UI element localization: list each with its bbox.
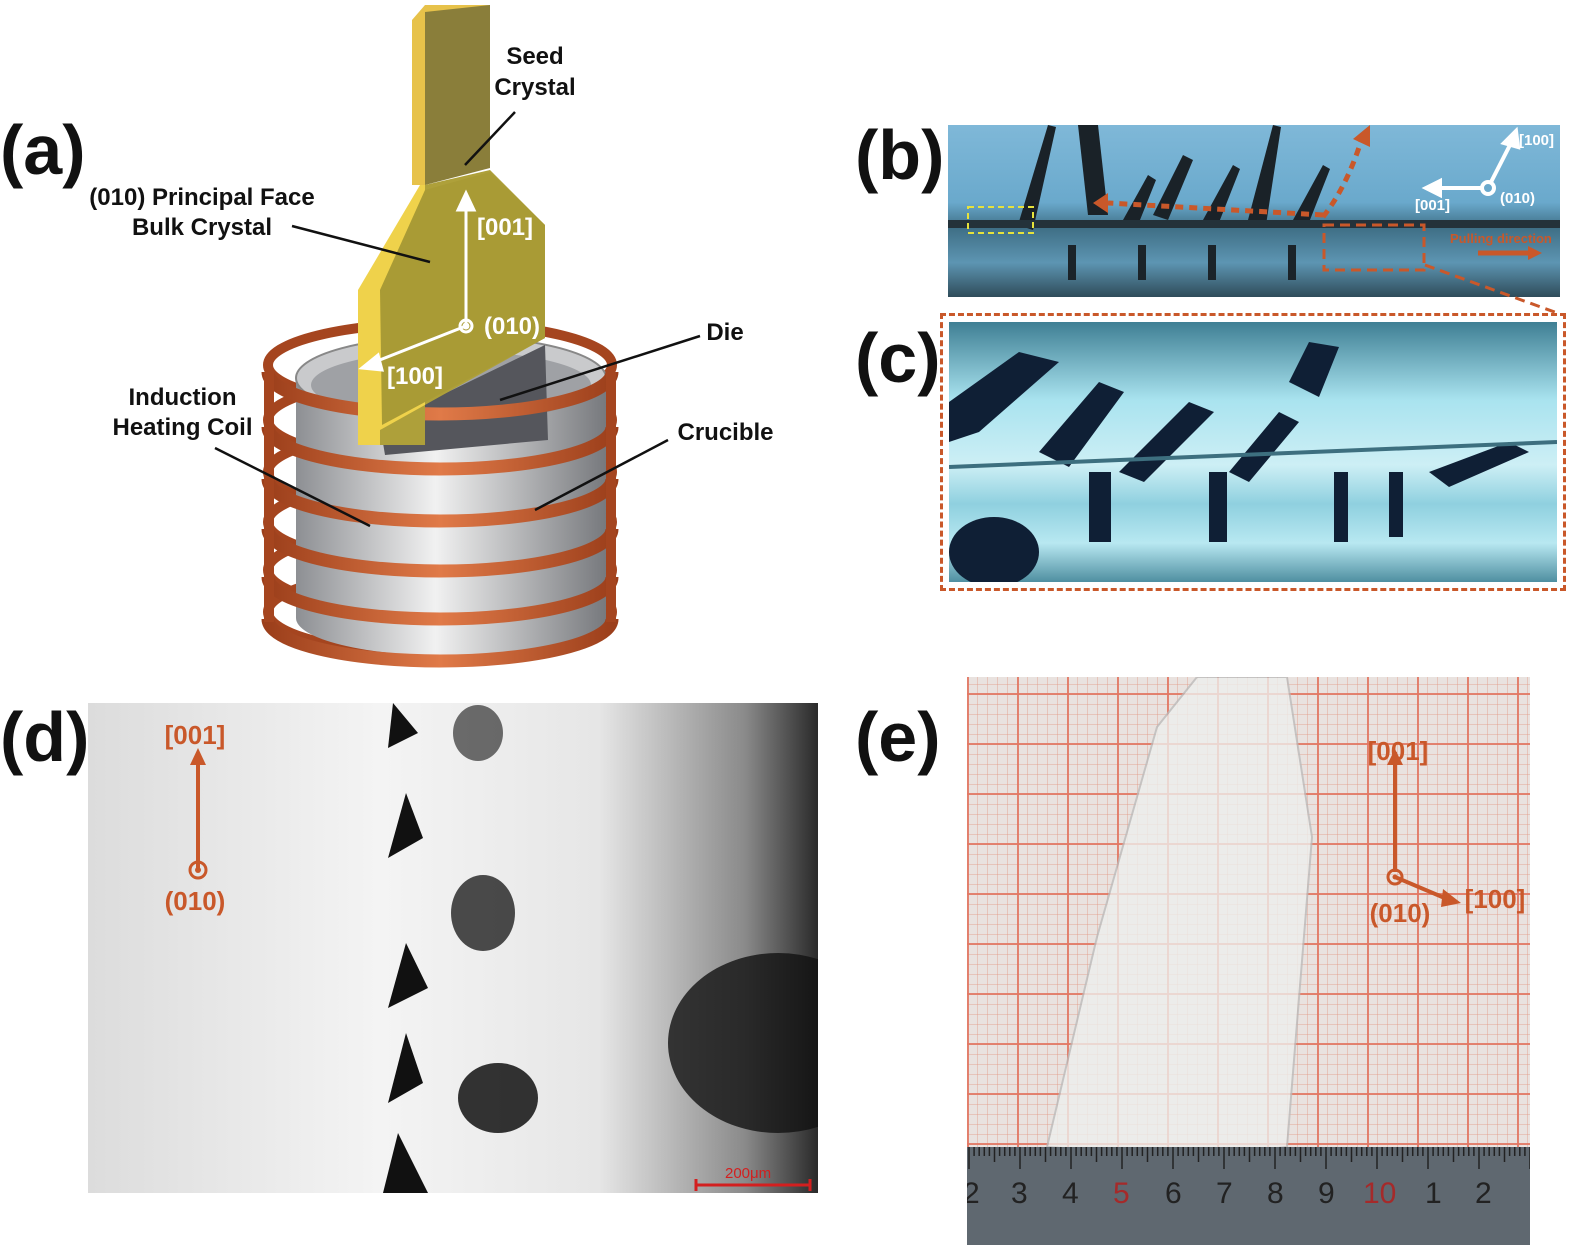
label-e-001: [001]: [1367, 736, 1429, 766]
bulk-crystal-sample: [1045, 677, 1314, 1159]
label-a-010: (010): [483, 313, 541, 340]
label-b-001: [001]: [1415, 197, 1451, 214]
label-b-100: [100]: [1519, 132, 1555, 149]
ruler-number: 10: [1363, 1177, 1397, 1210]
panel-e-photo: 2 3 4 5 6 7 8 9 10 1 2: [967, 677, 1530, 1245]
label-coil-line2: Heating Coil: [112, 414, 253, 441]
label-die: Die: [706, 319, 744, 346]
panel-label-a: (a): [0, 111, 86, 189]
ruler-number: 9: [1318, 1177, 1335, 1210]
ruler-number: 3: [1011, 1177, 1028, 1210]
label-crucible: Crucible: [677, 419, 774, 446]
panel-d-micrograph: [88, 703, 818, 1193]
ruler-number: 7: [1216, 1177, 1233, 1210]
ruler-numbers: 2 3 4 5 6 7 8 9 10 1 2: [967, 1177, 1530, 1217]
ruler: [967, 1147, 1530, 1245]
induction-coil: [261, 371, 619, 668]
ruler-number: 8: [1267, 1177, 1284, 1210]
scale-bar-label: 200μm: [725, 1165, 772, 1182]
label-pulling-direction: Pulling direction: [1450, 231, 1552, 246]
panel-label-e: (e): [855, 698, 941, 776]
label-d-010: (010): [164, 886, 226, 916]
label-b-010: (010): [1500, 190, 1536, 207]
efg-apparatus-diagram: [214, 5, 701, 668]
label-principal-face: (010) Principal Face: [89, 184, 315, 211]
label-e-100: [100]: [1464, 884, 1526, 914]
ruler-number: 2: [967, 1177, 980, 1210]
panel-b-micrograph: [948, 125, 1560, 297]
ruler-number: 1: [1425, 1177, 1442, 1210]
label-seed-line1: Seed: [506, 43, 564, 70]
panel-label-d: (d): [0, 698, 90, 776]
ruler-number: 4: [1062, 1177, 1079, 1210]
ruler-number: 2: [1475, 1177, 1492, 1210]
panel-c-micrograph: [949, 322, 1557, 582]
panel-label-b: (b): [855, 116, 945, 194]
ruler-number: 6: [1165, 1177, 1182, 1210]
label-d-001: [001]: [164, 720, 226, 750]
label-seed-line2: Crystal: [494, 74, 576, 101]
panel-label-c: (c): [855, 319, 941, 397]
label-coil-line1: Induction: [128, 384, 237, 411]
ruler-number: 5: [1113, 1177, 1130, 1210]
panel-c-frame: [940, 313, 1566, 591]
label-a-001: [001]: [476, 214, 534, 241]
label-a-100: [100]: [386, 363, 444, 390]
label-e-010: (010): [1369, 898, 1431, 928]
label-bulk-crystal: Bulk Crystal: [131, 214, 273, 241]
